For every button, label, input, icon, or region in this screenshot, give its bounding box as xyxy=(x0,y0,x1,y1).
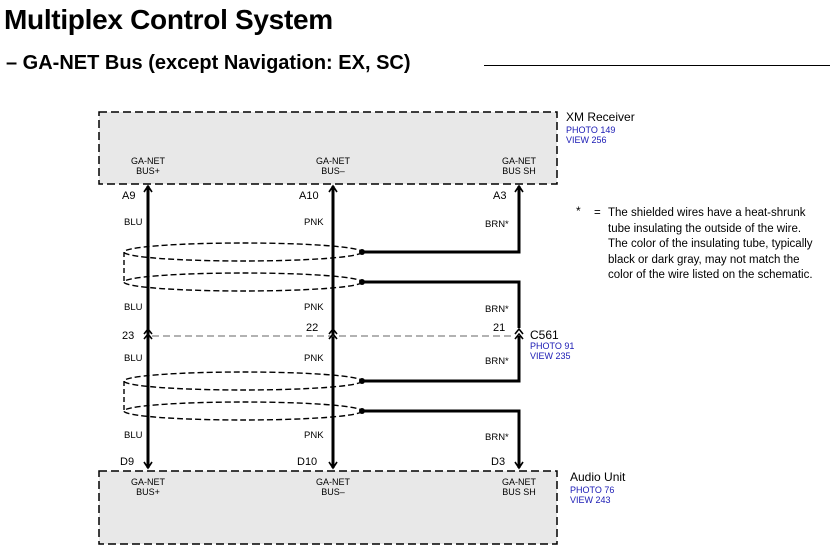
connector-photo-link[interactable]: PHOTO 91 xyxy=(530,341,574,351)
note-equals: = xyxy=(594,207,601,219)
xm-pin-label-bottom: BUS SH xyxy=(502,166,536,176)
xm-receiver-view-link[interactable]: VIEW 256 xyxy=(566,135,607,145)
xm-pin-label-top: GA-NET xyxy=(131,156,166,166)
audio-pin-label-top: GA-NET xyxy=(131,477,166,487)
wire-color-label: PNK xyxy=(304,217,324,228)
wire-shield[interactable] xyxy=(362,409,521,468)
wire-color-label: BRN* xyxy=(485,432,509,443)
wire-color-label: BLU xyxy=(124,302,143,313)
audio-pin-number: D10 xyxy=(297,456,317,468)
connector-pin-number: 21 xyxy=(493,322,505,334)
pin-arrow-down xyxy=(328,461,338,470)
audio-pin-number: D9 xyxy=(120,456,134,468)
wire-color-label: BLU xyxy=(124,353,143,364)
audio-unit-name: Audio Unit xyxy=(570,470,626,484)
shield-tube-ellipse xyxy=(123,272,363,292)
shield-junction-dot xyxy=(359,279,365,285)
wire-shield[interactable] xyxy=(362,280,521,328)
wire-color-label: BLU xyxy=(124,217,143,228)
wire-color-label: PNK xyxy=(304,302,324,313)
page-title: Multiplex Control System xyxy=(4,4,333,35)
connector-pin-glyph xyxy=(328,327,338,340)
xm-receiver-name: XM Receiver xyxy=(566,110,635,124)
subtitle-row: – GA-NET Bus (except Navigation: EX, SC) xyxy=(6,52,830,78)
connector-view-link[interactable]: VIEW 235 xyxy=(530,351,571,361)
note-star: * xyxy=(576,204,581,218)
connector-pin-number: 23 xyxy=(122,330,134,342)
subtitle-rule xyxy=(484,65,830,66)
audio-unit-photo-link[interactable]: PHOTO 76 xyxy=(570,485,614,495)
connector-pin-glyph xyxy=(514,327,524,340)
wire-shield[interactable] xyxy=(362,186,521,254)
audio-pin-label-bottom: BUS SH xyxy=(502,487,536,497)
wire-color-label: PNK xyxy=(304,430,324,441)
audio-unit-box[interactable] xyxy=(98,470,558,545)
connector-pin-number: 22 xyxy=(306,322,318,334)
audio-unit-view-link[interactable]: VIEW 243 xyxy=(570,495,611,505)
xm-receiver-box[interactable] xyxy=(98,111,558,185)
audio-pin-label-bottom: BUS– xyxy=(321,487,345,497)
subtitle: – GA-NET Bus (except Navigation: EX, SC) xyxy=(6,52,411,74)
shield-tube-ellipse xyxy=(123,401,363,421)
wire-color-label: PNK xyxy=(304,353,324,364)
xm-pin-label-bottom: BUS+ xyxy=(136,166,160,176)
audio-pin-number: D3 xyxy=(491,456,505,468)
pin-arrow-down xyxy=(514,461,524,470)
xm-receiver-photo-link[interactable]: PHOTO 149 xyxy=(566,125,615,135)
wire-color-label: BRN* xyxy=(485,356,509,367)
connector-pin-glyph xyxy=(143,327,153,340)
wire-color-label: BRN* xyxy=(485,304,509,315)
shield-junction-dot xyxy=(359,408,365,414)
wire-color-label: BRN* xyxy=(485,219,509,230)
wire-color-label: BLU xyxy=(124,430,143,441)
connector-name: C561 xyxy=(530,328,559,342)
wire-shield[interactable] xyxy=(362,336,521,383)
audio-pin-label-bottom: BUS+ xyxy=(136,487,160,497)
pin-arrow-down xyxy=(143,461,153,470)
xm-pin-number: A3 xyxy=(493,190,506,202)
note-text: The shielded wires have a heat-shrunk tu… xyxy=(608,207,813,281)
shield-tube-ellipse xyxy=(123,371,363,391)
xm-pin-number: A9 xyxy=(122,190,135,202)
xm-pin-label-top: GA-NET xyxy=(502,156,537,166)
audio-pin-label-top: GA-NET xyxy=(502,477,537,487)
xm-pin-label-bottom: BUS– xyxy=(321,166,345,176)
xm-pin-label-top: GA-NET xyxy=(316,156,351,166)
shield-junction-dot xyxy=(359,249,365,255)
audio-pin-label-top: GA-NET xyxy=(316,477,351,487)
shield-junction-dot xyxy=(359,378,365,384)
shield-tube-ellipse xyxy=(123,242,363,262)
xm-pin-number: A10 xyxy=(299,190,319,202)
